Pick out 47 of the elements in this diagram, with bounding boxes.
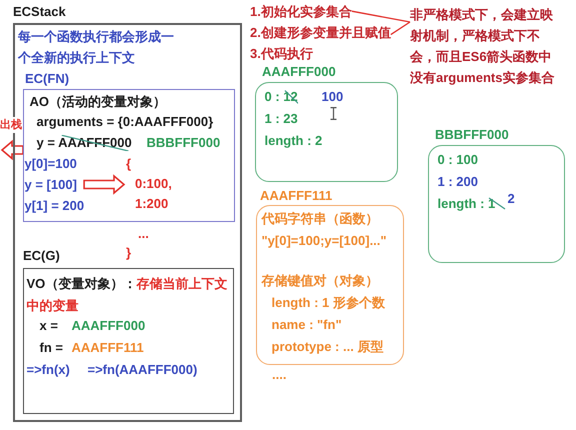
stack-title: ECStack: [13, 4, 66, 20]
context-label: EC(FN): [25, 71, 70, 87]
value-text: length : 1 形参个数: [272, 294, 385, 310]
value-text: 1 : 23: [264, 110, 298, 126]
code-line: y = [100]: [24, 176, 77, 192]
address-text: BBBFFF000: [146, 134, 220, 150]
value-text: 0 : 100: [438, 152, 478, 168]
value-text: 2: [508, 190, 515, 206]
arrow: [0, 140, 24, 160]
address-text: AAAFFF111: [72, 340, 144, 356]
value-text: length : 2: [264, 132, 322, 148]
code-text: fn =: [40, 340, 63, 356]
code-text: arguments = {0:AAAFFF000}: [36, 114, 214, 130]
heading-text: VO（变量对象）：存储当前上下文中的变量: [26, 274, 228, 314]
step-text: 2.创建形参变量并且赋值: [250, 25, 391, 41]
heading-text: 代码字符串（函数）: [262, 210, 378, 226]
code-text: =>fn(x): [26, 362, 70, 378]
value-text: prototype : ... 原型: [272, 338, 384, 354]
code-text: x =: [40, 318, 58, 334]
code-line: ...: [138, 226, 149, 242]
note-text: 非严格模式下，会建立映射机制，严格模式下不会，而且ES6箭头函数中没有arguments实参集合: [410, 4, 560, 88]
context-label: EC(G): [23, 248, 60, 264]
heading-text: AO（活动的变量对象）: [30, 94, 166, 110]
heading-text: 存储键值对（对象）: [262, 272, 378, 288]
edge-label: 出栈: [0, 117, 22, 133]
leader-line: [352, 10, 410, 23]
address-label: AAAFFF000: [262, 64, 336, 80]
value-text: name : "fn": [272, 316, 342, 332]
code-text: =>fn(AAAFFF000): [88, 362, 198, 378]
code-line: 0:100,: [135, 176, 172, 192]
value-text: ....: [272, 367, 286, 383]
code-text: "y[0]=100;y=[100]...": [262, 232, 387, 248]
code-line: y[1] = 200: [24, 198, 84, 214]
description-text: 每一个函数执行都会形成一个全新的执行上下文: [18, 28, 175, 67]
leader-line: [390, 21, 410, 36]
step-text: 3.代码执行: [250, 46, 313, 62]
code-line: {: [126, 156, 132, 172]
value-text: 1 : 200: [438, 174, 478, 190]
value-text: 100: [322, 88, 344, 104]
code-line: y[0]=100: [24, 156, 77, 172]
step-text: 1.初始化实参集合: [250, 4, 352, 20]
arrow: [83, 174, 126, 195]
address-label: AAAFFF111: [260, 188, 332, 204]
address-label: BBBFFF000: [435, 127, 509, 143]
code-line: }: [126, 245, 132, 261]
address-text: AAAFFF000: [72, 318, 146, 334]
code-line: 1:200: [135, 196, 168, 212]
